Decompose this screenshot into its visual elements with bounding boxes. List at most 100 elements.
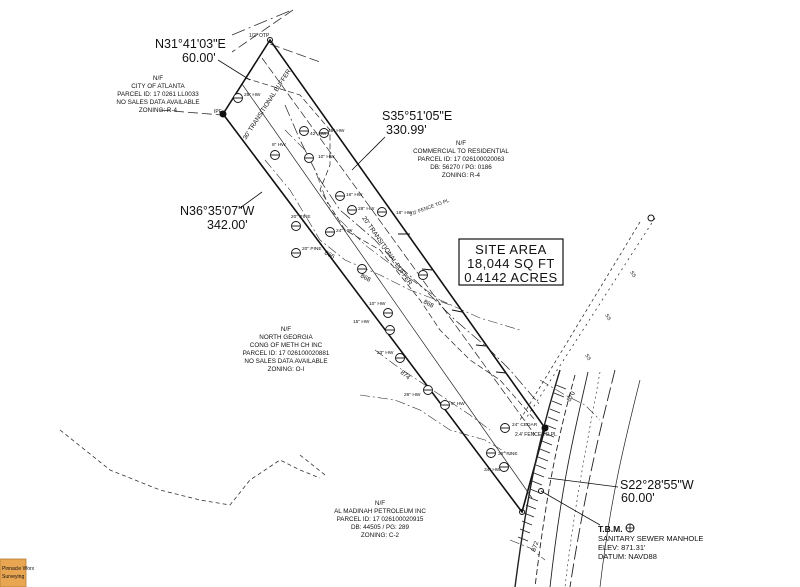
tree-icon	[233, 93, 243, 103]
tree-label: 36" PINE	[498, 451, 518, 457]
bearing-north: N31°41'03"E 60.00'	[155, 37, 251, 81]
tree-label: 23" HW	[377, 350, 394, 356]
tree-label: 15" HW	[353, 319, 370, 325]
tree-icon	[385, 325, 395, 335]
tree-icon	[270, 150, 280, 160]
tree-symbols	[233, 93, 510, 472]
svg-text:DB: 44505 / PG: 289: DB: 44505 / PG: 289	[351, 524, 410, 531]
tree-icon	[357, 264, 367, 274]
south-bearing-text: S22°28'55"W	[620, 478, 694, 492]
stamp-line1: Pinnacle Worx	[2, 566, 35, 572]
parcel-commercial-to-residential: N/F COMMERCIAL TO RESIDENTIAL PARCEL ID:…	[413, 140, 509, 179]
contour-label: 868	[359, 273, 372, 284]
corner-markers	[219, 37, 655, 515]
bearing-south: S22°28'55"W 60.00'	[547, 477, 694, 505]
tree-labels: 25" HW 42" HW 8" HW 45" HW 10" HW 16" HW…	[244, 92, 538, 473]
tree-icon	[335, 191, 345, 201]
tbm-line2: ELEV: 871.31'	[598, 543, 646, 552]
tree-icon	[423, 385, 433, 395]
svg-text:COMMERCIAL TO RESIDENTIAL: COMMERCIAL TO RESIDENTIAL	[413, 148, 509, 155]
north-distance-text: 60.00'	[182, 51, 216, 65]
tree-label: 34" HW	[484, 467, 501, 473]
svg-text:NO SALES DATA AVAILABLE: NO SALES DATA AVAILABLE	[116, 99, 199, 106]
east-bearing-text: S35°51'05"E	[382, 109, 452, 123]
tree-label: 42" HW	[310, 131, 327, 137]
tree-label: 9" HW	[451, 401, 465, 407]
tree-icon	[486, 448, 496, 458]
tree-icon	[347, 205, 357, 215]
tree-icon	[319, 128, 329, 138]
tree-icon	[383, 308, 393, 318]
stamp-line2: Surveying	[2, 574, 24, 580]
south-distance-text: 60.00'	[621, 491, 655, 505]
bearing-east: S35°51'05"E 330.99'	[351, 109, 452, 171]
contour-label: 872	[530, 540, 540, 553]
svg-text:PARCEL ID: 17 026100020063: PARCEL ID: 17 026100020063	[418, 156, 505, 163]
site-area-box: SITE AREA 18,044 SQ FT 0.4142 ACRES	[458, 238, 564, 286]
svg-text:NORTH GEORGIA: NORTH GEORGIA	[259, 334, 313, 341]
sewer-labels: SS SS SS	[583, 270, 637, 362]
site-area-title: SITE AREA	[475, 242, 547, 257]
svg-text:PARCEL ID: 17 026100020915: PARCEL ID: 17 026100020915	[337, 516, 424, 523]
svg-text:AL MADINAH PETROLEUM INC: AL MADINAH PETROLEUM INC	[334, 508, 426, 515]
svg-text:ZONING: R-4: ZONING: R-4	[442, 172, 481, 179]
svg-text:PARCEL ID: 17 026100020881: PARCEL ID: 17 026100020881	[243, 350, 330, 357]
contour-label: 866	[323, 250, 336, 261]
ipf-label: IPF	[214, 109, 222, 115]
tree-icon	[377, 207, 387, 217]
fence-ticks	[398, 233, 507, 374]
tree-label: 45" HW	[328, 128, 345, 134]
svg-text:NO SALES DATA AVAILABLE: NO SALES DATA AVAILABLE	[244, 358, 327, 365]
tree-label: 28" HW	[358, 206, 375, 212]
tree-label: 24" CEDAR	[512, 422, 538, 428]
svg-text:ZONING: C-2: ZONING: C-2	[361, 532, 400, 539]
tree-label: 18" HW	[396, 210, 413, 216]
tree-label: 24" HW	[336, 228, 353, 234]
tree-icon	[395, 353, 405, 363]
tree-label: 16" HW	[346, 192, 363, 198]
sewer-label: SS	[628, 270, 637, 279]
iron-pin-label: 1/2" OTP	[249, 33, 270, 39]
west-distance-text: 342.00'	[207, 218, 248, 232]
fence-label-1: 3.0' FENCE TO PL	[409, 198, 451, 218]
svg-text:ZONING: R-4: ZONING: R-4	[139, 107, 178, 114]
svg-text:N/F: N/F	[281, 326, 291, 333]
contour-label: 870	[566, 390, 578, 403]
tree-icon	[299, 126, 309, 136]
tbm-line3: DATUM: NAVD88	[598, 552, 657, 561]
sewer-label: SS	[583, 353, 592, 362]
tree-icon	[291, 221, 301, 231]
tree-label: 8" HW	[272, 142, 286, 148]
tree-label: 10" HW	[369, 301, 386, 307]
tbm-callout: T.B.M. SANITARY SEWER MANHOLE ELEV: 871.…	[540, 490, 703, 561]
site-area-sqft: 18,044 SQ FT	[467, 256, 555, 271]
parcel-north-georgia: N/F NORTH GEORGIA CONG OF METH CH INC PA…	[243, 326, 330, 373]
tbm-line1: SANITARY SEWER MANHOLE	[598, 534, 703, 543]
svg-text:N/F: N/F	[153, 75, 163, 82]
svg-text:N/F: N/F	[375, 500, 385, 507]
tree-icon	[440, 400, 450, 410]
site-area-acres: 0.4142 ACRES	[464, 270, 557, 285]
tree-icon	[418, 270, 428, 280]
neighbor-lines	[59, 9, 656, 506]
svg-text:ZONING: O-I: ZONING: O-I	[268, 366, 305, 373]
tree-label: 25" HW	[244, 92, 261, 98]
buffer-lines	[241, 57, 541, 499]
svg-text:CONG OF METH CH INC: CONG OF METH CH INC	[250, 342, 323, 349]
parcel-city-of-atlanta: N/F CITY OF ATLANTA PARCEL ID: 17 0261 L…	[116, 75, 199, 114]
parcel-al-madinah: N/F AL MADINAH PETROLEUM INC PARCEL ID: …	[334, 500, 426, 539]
tree-icon	[304, 153, 314, 163]
svg-text:CITY OF ATLANTA: CITY OF ATLANTA	[131, 83, 185, 90]
east-distance-text: 330.99'	[386, 123, 427, 137]
contour-label: 868	[422, 299, 435, 310]
roadway-lines	[514, 369, 641, 587]
tree-icon	[499, 462, 509, 472]
svg-text:PARCEL ID: 17 0261 LL0033: PARCEL ID: 17 0261 LL0033	[117, 91, 199, 98]
sewer-label: SS	[603, 313, 612, 322]
bearing-west: N36°35'07"W 342.00'	[180, 191, 263, 232]
tree-label: 20" PINE	[302, 246, 322, 252]
svg-text:N/F: N/F	[456, 140, 466, 147]
corner-stamp: Pinnacle Worx Surveying	[0, 558, 35, 587]
fence-label-2: 2.4' FENCE TO PL	[515, 432, 557, 438]
